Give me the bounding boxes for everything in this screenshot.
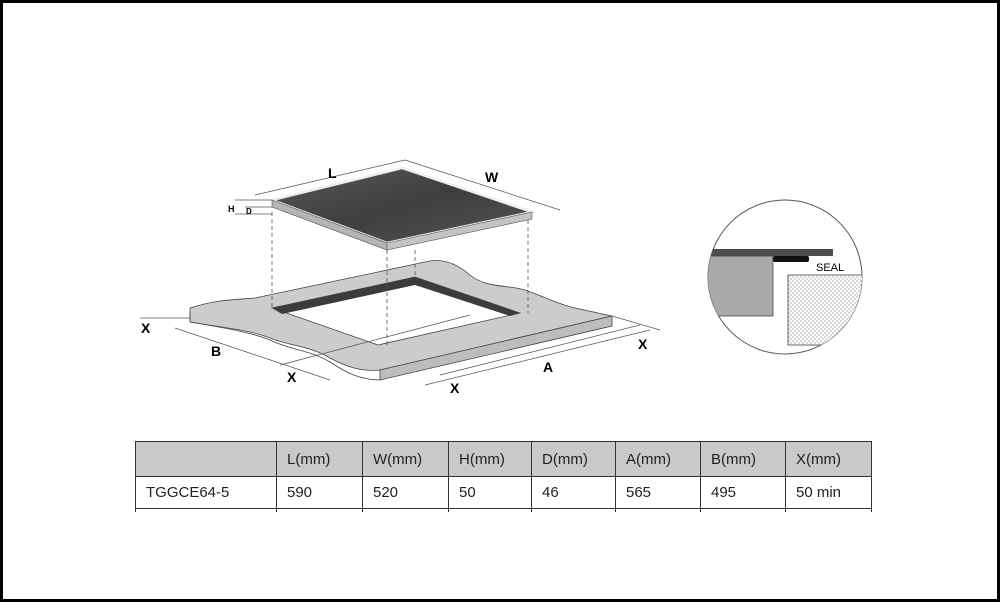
cell-a: 565 [615,476,701,509]
cell-model: TGGCE64-5 [135,476,277,509]
header-width: W(mm) [362,441,449,477]
table-row: TGGCE64-5 590 520 50 46 565 495 50 min [135,476,872,509]
cell-width: 520 [362,476,449,509]
label-clearance-left: X [141,320,151,336]
dimension-lines [140,159,661,386]
seal-detail: SEAL [707,199,863,355]
countertop [189,260,613,381]
projection-lines [271,212,529,345]
header-depth: D(mm) [531,441,616,477]
header-height: H(mm) [448,441,532,477]
label-cutout-a: A [543,359,553,375]
label-clearance-right: X [638,336,648,352]
cell-b: 495 [700,476,786,509]
cell-depth: 46 [531,476,616,509]
cell-length: 590 [276,476,363,509]
hob [267,166,537,251]
header-a: A(mm) [615,441,701,477]
label-height: H [228,204,235,214]
label-width: W [485,169,499,185]
label-length: L [328,165,337,181]
label-clearance-front: X [450,380,460,396]
label-clearance-front-left: X [287,369,297,385]
label-cutout-b: B [211,343,221,359]
label-seal: SEAL [816,262,844,274]
cell-x: 50 min [785,476,872,509]
header-length: L(mm) [276,441,363,477]
dimensions-table: L(mm) W(mm) H(mm) D(mm) A(mm) B(mm) X(mm… [135,441,872,512]
table-row-continuation [135,508,872,512]
header-b: B(mm) [700,441,786,477]
header-model [135,441,277,477]
table-header-row: L(mm) W(mm) H(mm) D(mm) A(mm) B(mm) X(mm… [135,441,872,477]
header-x: X(mm) [785,441,872,477]
label-depth: D [246,207,252,216]
cell-height: 50 [448,476,532,509]
